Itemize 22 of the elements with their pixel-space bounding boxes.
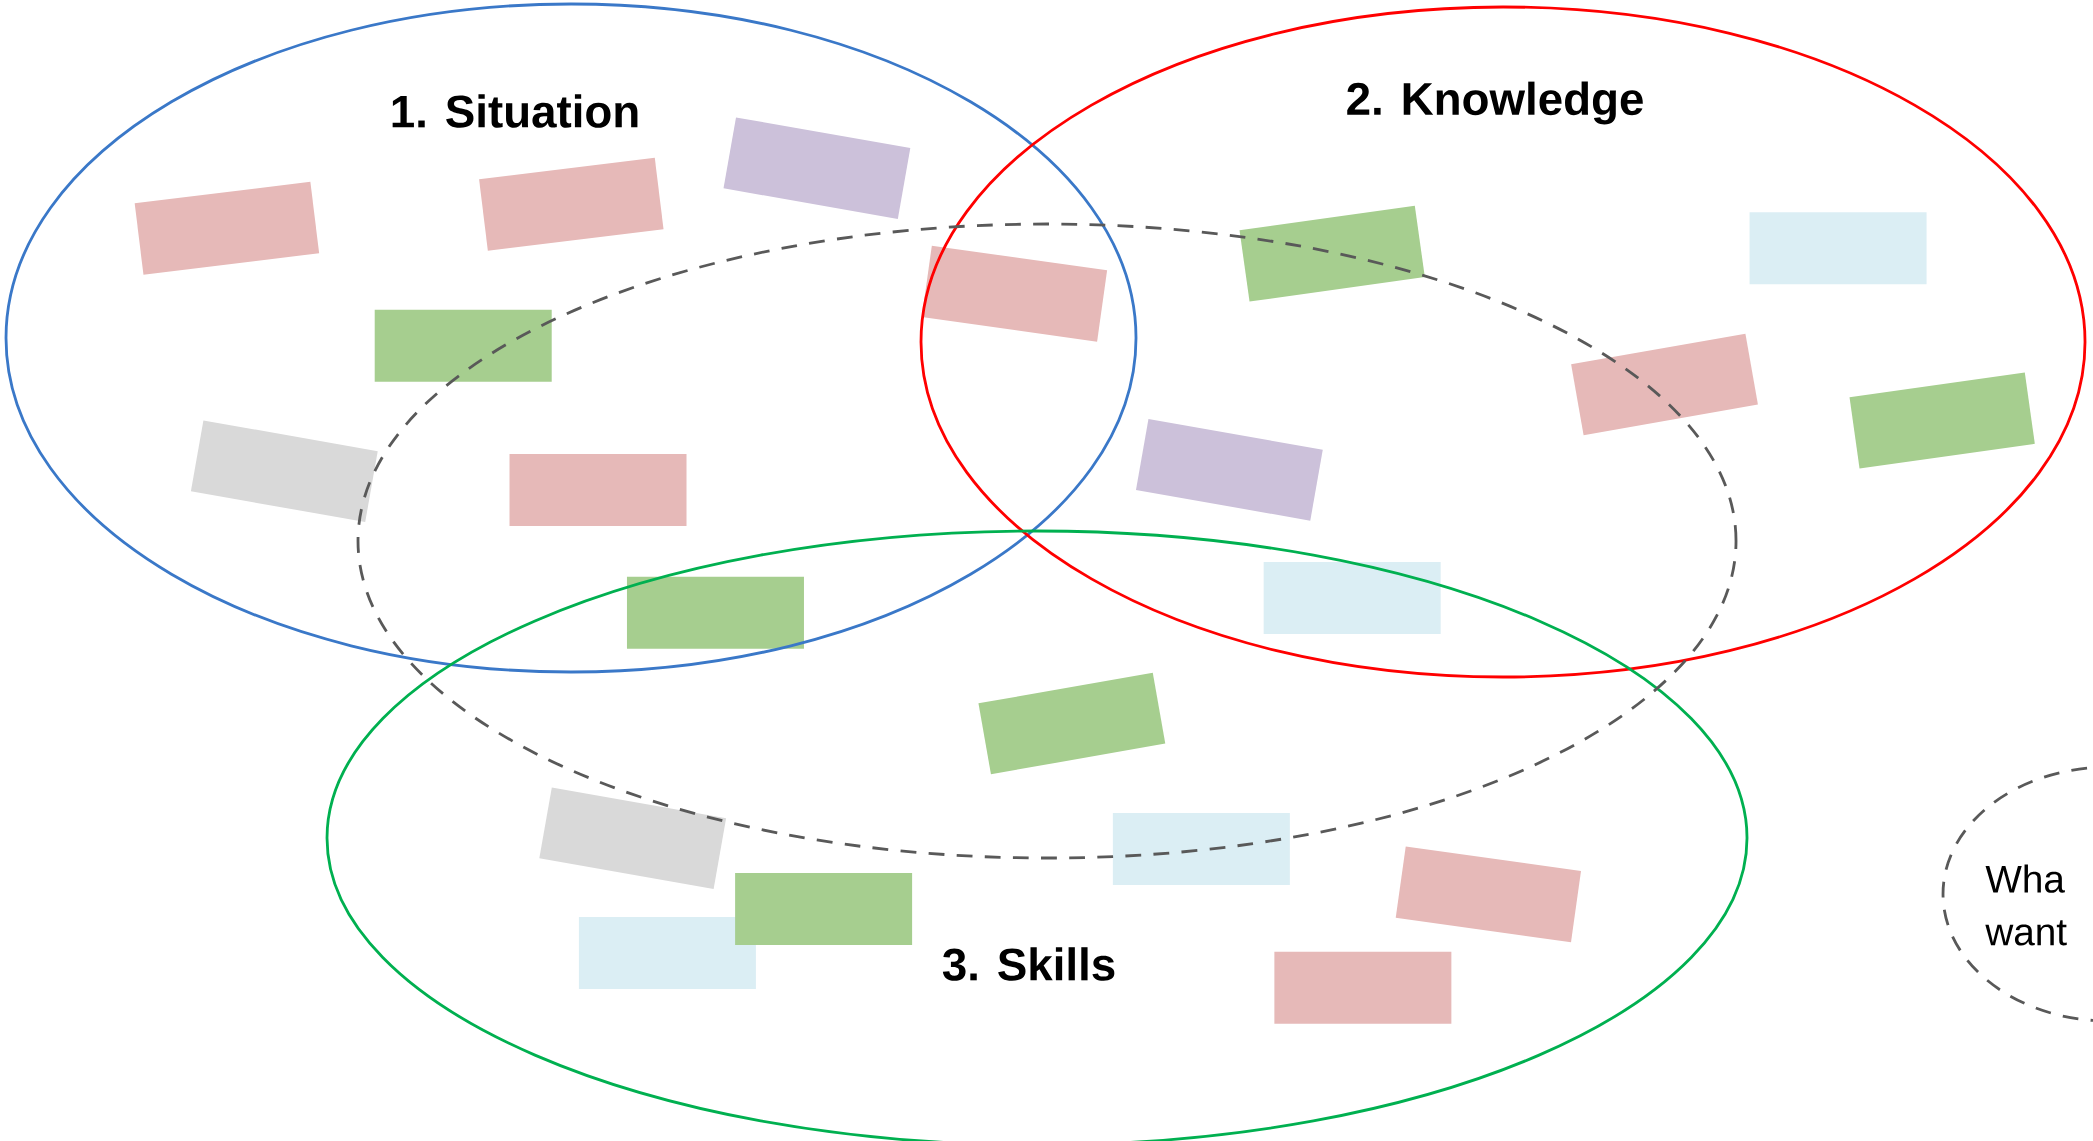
sticky-note: [1749, 212, 1927, 285]
sticky-note: [735, 873, 913, 945]
sticky-note: [539, 787, 727, 890]
sticky-note: [1112, 812, 1290, 885]
sticky-note: [1239, 205, 1425, 302]
sticky-note: [1571, 333, 1758, 436]
sticky-note: [1395, 846, 1581, 943]
sticky-note: [1263, 562, 1441, 634]
sticky-note: [190, 420, 378, 523]
dashed-ellipse: [356, 222, 1738, 860]
sticky-note: [1849, 372, 2035, 469]
sticky-note: [374, 309, 552, 382]
sticky-note: [723, 117, 911, 220]
sticky-note: [509, 453, 687, 526]
sticky-note: [978, 672, 1166, 775]
sticky-note: [578, 917, 756, 990]
sticky-note: [626, 576, 804, 649]
sticky-note: [1135, 419, 1323, 521]
sticky-note: [921, 245, 1108, 342]
sticky-note: [134, 181, 320, 275]
sticky-note: [479, 157, 664, 251]
sticky-note: [1274, 951, 1452, 1024]
